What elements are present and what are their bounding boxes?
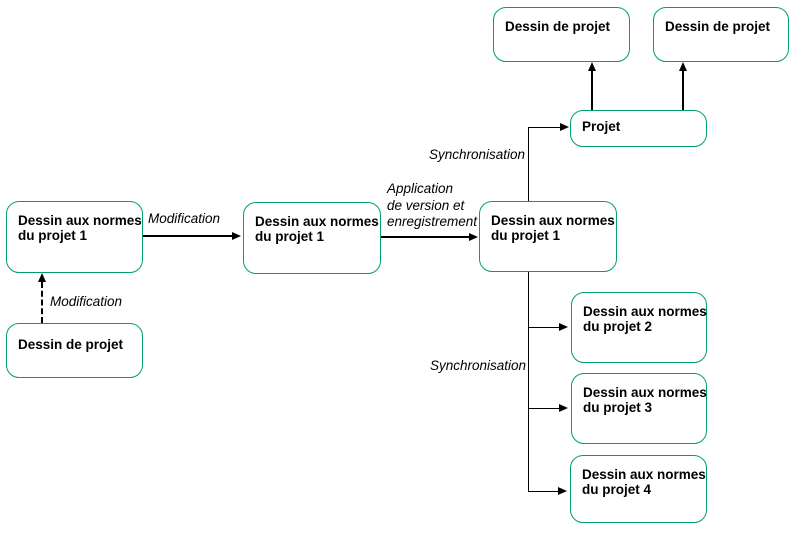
node-normes-projet2: Dessin aux normes du projet 2 [571,292,707,363]
connector-sync-up-horizontal [528,127,561,128]
edge-label-modification-dashed: Modification [50,294,123,309]
arrow-projet-to-dessin-right-shaft [682,70,684,110]
node-label: Dessin aux normes [583,304,707,319]
edge-label-line: Application [387,181,454,196]
node-dessin-de-projet-source: Dessin de projet [6,323,143,378]
arrow-right-icon [560,123,569,131]
node-label: Dessin aux normes [582,467,706,482]
node-label: Dessin de projet [18,337,124,352]
arrow-up-icon [38,273,46,282]
node-label: du projet 2 [583,319,653,334]
node-label: Projet [582,119,621,134]
arrow-modification-dashed-shaft [41,282,43,323]
arrow-right-icon [558,487,567,495]
edge-label-modification: Modification [148,211,221,226]
node-label: du projet 1 [18,228,88,243]
node-dessin-de-projet-top-right: Dessin de projet [653,7,789,62]
arrow-right-icon [232,232,241,240]
arrow-right-icon [559,404,568,412]
arrow-up-icon [679,62,687,71]
node-normes-projet1-enregistre: Dessin aux normes du projet 1 [479,201,617,272]
node-projet: Projet [570,110,707,147]
node-label: Dessin de projet [505,19,611,34]
edge-label-application-version: Application de version et enregistrement [387,181,477,231]
edge-label-line: enregistrement [387,214,478,229]
edge-label-synchronisation-bottom: Synchronisation [430,358,527,373]
node-label: Dessin aux normes [255,214,379,229]
node-label: du projet 4 [582,482,652,497]
node-label: du projet 3 [583,400,653,415]
edge-label-line: de version et [387,197,465,213]
node-label: Dessin aux normes [18,213,142,228]
arrow-modification-shaft [143,235,233,237]
node-dessin-de-projet-top-left: Dessin de projet [493,7,630,62]
node-label: Dessin aux normes [583,385,707,400]
node-normes-projet1-original: Dessin aux normes du projet 1 [6,201,143,273]
connector-sync-up-vertical [528,127,529,201]
connector-branch-projet2 [528,327,560,328]
node-label: Dessin aux normes [491,213,615,228]
node-normes-projet3: Dessin aux normes du projet 3 [571,373,707,444]
arrow-right-icon [469,233,478,241]
arrow-right-icon [559,323,568,331]
connector-branch-projet4 [528,491,559,492]
edge-label-synchronisation-top: Synchronisation [429,147,526,162]
connector-branch-projet3 [528,408,560,409]
arrow-application-version-shaft [381,236,470,238]
arrow-up-icon [588,62,596,71]
node-label: du projet 1 [255,229,325,244]
arrow-projet-to-dessin-left-shaft [591,70,593,110]
connector-sync-down-trunk [528,272,529,492]
node-normes-projet1-modifie: Dessin aux normes du projet 1 [243,202,381,274]
node-label: Dessin de projet [665,19,771,34]
node-normes-projet4: Dessin aux normes du projet 4 [570,455,707,523]
node-label: du projet 1 [491,228,561,243]
